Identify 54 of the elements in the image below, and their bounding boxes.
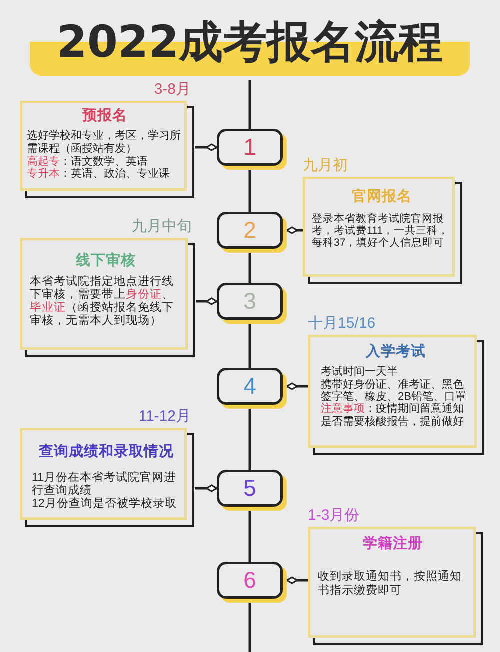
card-heading: 预报名	[82, 108, 128, 126]
card-heading: 入学考试	[366, 344, 426, 362]
date-label: 十月15/16	[308, 316, 376, 332]
date-label: 九月中旬	[132, 219, 192, 236]
timeline-line	[248, 253, 252, 283]
card-text: 选好学校和专业，考区，学习所需课程（函授站有发）	[27, 130, 182, 156]
card-text: 注意事项：疫情期间留意通知是否需要核酸报告，提前做好	[321, 403, 465, 428]
step-number: 6	[244, 569, 256, 592]
step-box	[217, 212, 287, 253]
info-card	[20, 238, 196, 358]
step-box	[217, 470, 287, 511]
card-heading: 官网报名	[352, 189, 412, 206]
card-heading: 查询成绩和录取情况	[39, 444, 174, 462]
timeline-line	[248, 170, 252, 212]
card-text: 12月份查询是否被学校录取	[32, 498, 178, 512]
step-number: 3	[244, 290, 256, 313]
card-text: 收到录取通知书，按照通知书指示缴费即可	[318, 570, 463, 597]
step-box	[217, 368, 287, 409]
timeline-line	[248, 409, 252, 470]
timeline-line	[248, 511, 252, 562]
info-card	[308, 527, 484, 646]
timeline-line	[248, 80, 252, 129]
card-text: 本省考试院指定地点进行线下审核，需要带上身份证、毕业证（函授站报名免线下审核，无需本人到现场）	[30, 276, 175, 328]
card-text: 登录本省教育考试院官网报考，考试费111，一共三科，每科37，填好个人信息即可	[312, 214, 450, 250]
timeline-line	[248, 603, 252, 652]
date-label: 1-3月份	[308, 508, 360, 524]
card-text: 高起专：语文数学、英语	[27, 156, 149, 168]
info-card	[20, 428, 195, 528]
connector-line	[196, 298, 218, 306]
card-text: 专升本：英语、政治、专业课	[27, 168, 171, 181]
connector-line	[286, 226, 303, 234]
info-card	[308, 335, 485, 456]
date-label: 11-12月	[138, 409, 191, 426]
step-number: 4	[244, 375, 256, 398]
timeline-line	[248, 324, 252, 368]
card-heading: 学籍注册	[363, 536, 423, 554]
card-text: 11月份在本省考试院官网进行查询成绩	[32, 472, 177, 498]
connector-line	[286, 382, 308, 390]
info-card	[303, 177, 463, 285]
card-text: 携带好身份证、准考证、黑色签字笔、橡皮、2B铅笔、口罩	[321, 378, 468, 403]
info-card	[20, 101, 195, 199]
date-label: 九月初	[303, 158, 348, 174]
step-box	[217, 129, 287, 170]
step-box	[217, 562, 287, 603]
connector-line	[195, 144, 218, 152]
date-label: 3-8月	[154, 82, 191, 98]
step-number: 1	[244, 136, 256, 159]
card-text: 考试时间一天半	[321, 366, 399, 378]
connector-line	[195, 484, 218, 492]
step-number: 5	[244, 477, 256, 500]
connector-line	[286, 576, 308, 584]
card-heading: 线下审核	[76, 253, 136, 270]
step-box	[217, 283, 287, 324]
step-number: 2	[244, 219, 256, 242]
